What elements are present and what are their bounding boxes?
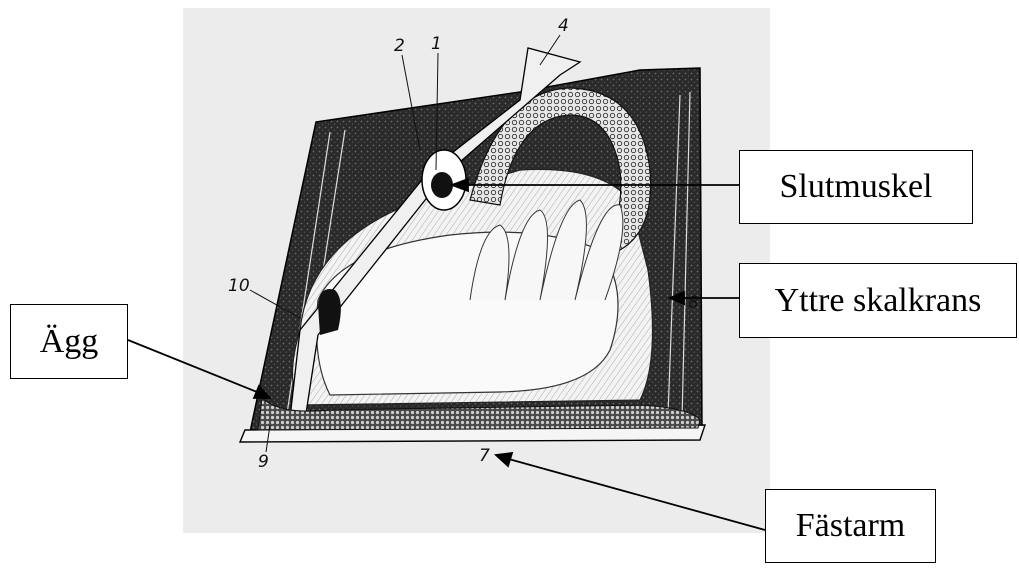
label-yttre-skalkrans: Yttre skalkrans	[739, 263, 1017, 338]
numeral-8: 8	[688, 293, 699, 313]
numeral-4: 4	[558, 16, 569, 36]
label-slutmuskel: Slutmuskel	[739, 150, 973, 224]
label-agg: Ägg	[10, 304, 128, 379]
label-fastarm: Fästarm	[765, 489, 936, 563]
numeral-10: 10	[228, 276, 250, 296]
numeral-2: 2	[394, 36, 405, 56]
numeral-9: 9	[258, 452, 269, 472]
numeral-7: 7	[479, 446, 490, 466]
ovary	[318, 289, 341, 335]
numeral-1: 1	[431, 34, 442, 54]
